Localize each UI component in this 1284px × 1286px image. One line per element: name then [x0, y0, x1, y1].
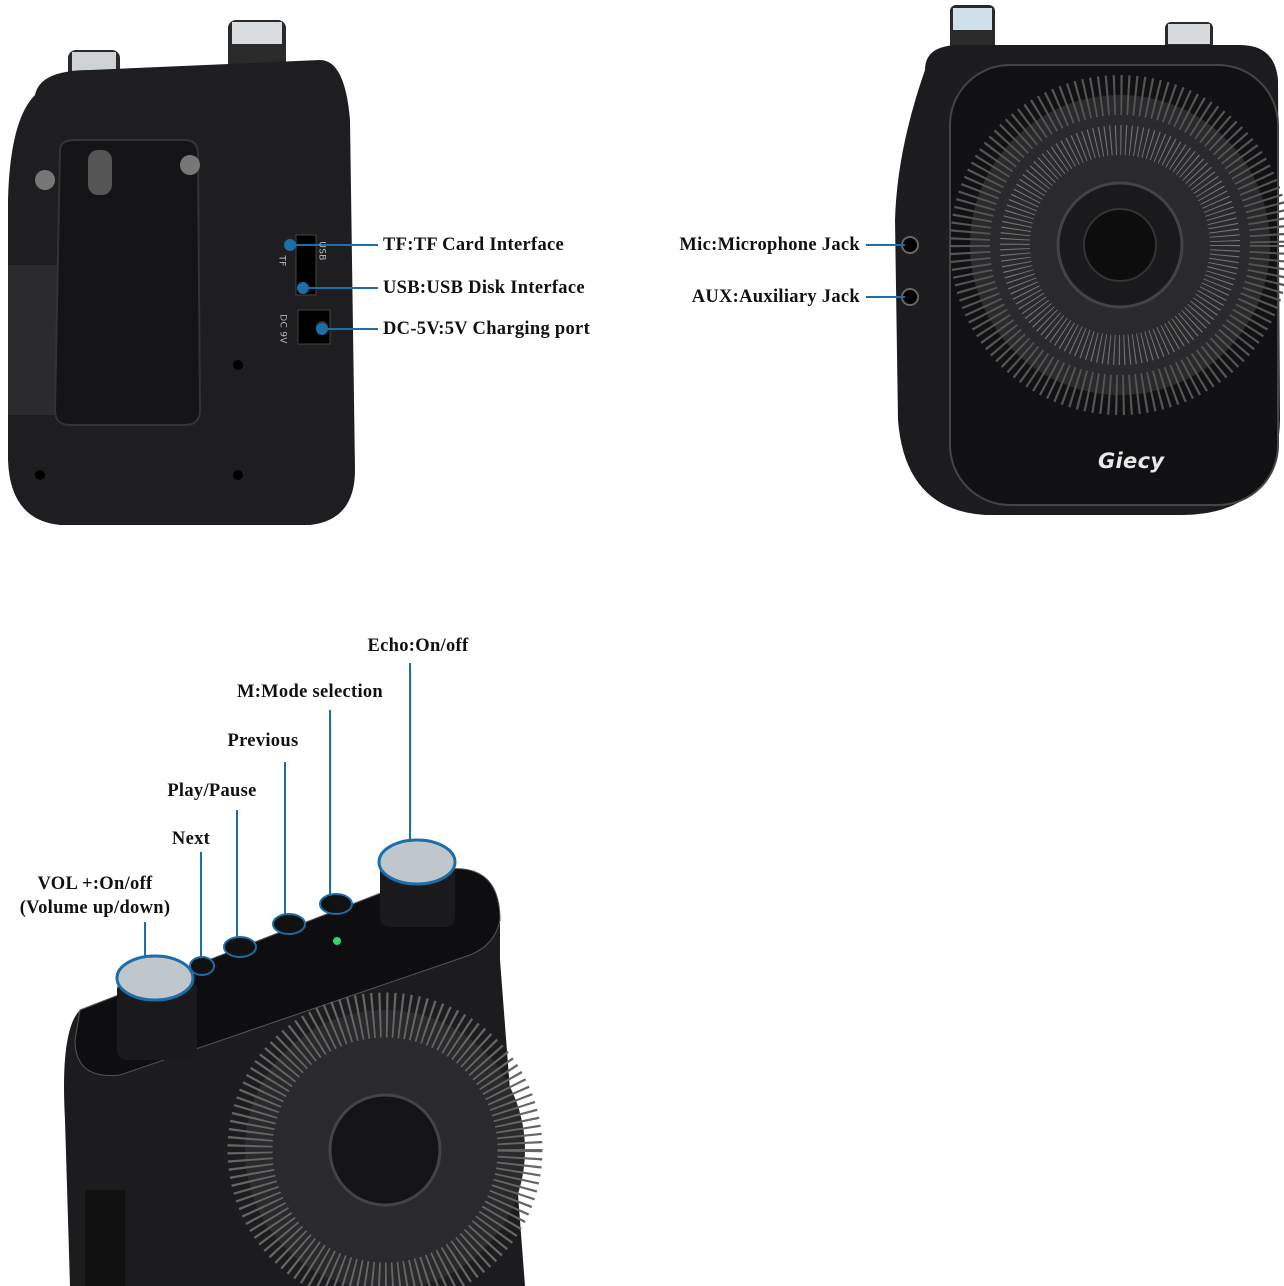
volume-label: VOL +:On/off [37, 874, 153, 894]
brand-logo: Giecy [1098, 449, 1165, 473]
aux-jack-label: AUX:Auxiliary Jack [691, 287, 860, 307]
usb-disk-label: USB:USB Disk Interface [383, 278, 585, 298]
mic-jack-label: Mic:Microphone Jack [679, 235, 860, 255]
usb-port-marking: USB [316, 241, 327, 261]
dc-port-marking: DC 9V [277, 314, 288, 344]
play-pause-label: Play/Pause [167, 781, 257, 801]
back-view-device [8, 20, 355, 525]
tf-port-marking: TF [276, 255, 287, 267]
volume-sublabel: (Volume up/down) [19, 898, 171, 918]
mode-label: M:Mode selection [236, 682, 384, 702]
dc-charging-label: DC-5V:5V Charging port [383, 319, 591, 339]
top-view-device [64, 838, 543, 1286]
previous-label: Previous [227, 731, 299, 751]
back-view-leader-lines [284, 239, 378, 335]
next-label: Next [171, 829, 211, 849]
front-view-leader-lines [866, 244, 905, 298]
echo-label: Echo:On/off [367, 636, 469, 656]
tf-card-label: TF:TF Card Interface [383, 235, 565, 255]
front-view-device [895, 5, 1284, 515]
top-view-leader-lines [144, 663, 411, 958]
